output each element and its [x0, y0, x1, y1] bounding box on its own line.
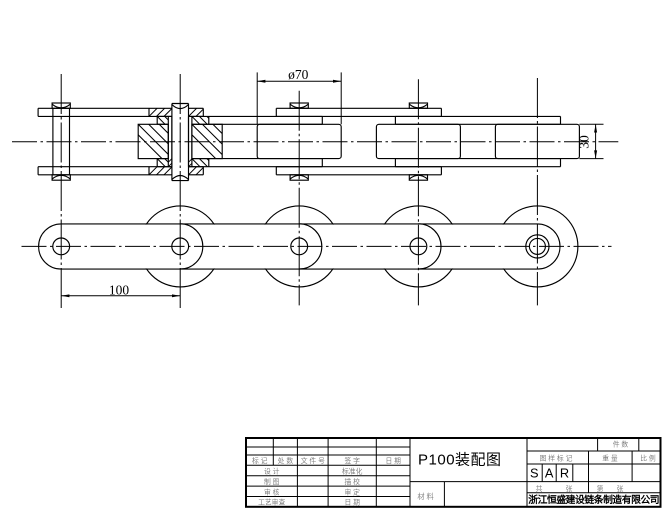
svg-text:R: R — [560, 466, 569, 481]
svg-text:处 数: 处 数 — [278, 456, 294, 465]
svg-text:100: 100 — [109, 283, 130, 298]
svg-text:S: S — [530, 466, 539, 481]
svg-text:张: 张 — [617, 484, 624, 493]
svg-text:文 件 号: 文 件 号 — [301, 456, 325, 465]
svg-text:审 核: 审 核 — [264, 487, 280, 496]
svg-text:标准化: 标准化 — [342, 467, 363, 476]
svg-text:材 料: 材 料 — [417, 492, 433, 501]
svg-text:图 样 标 记: 图 样 标 记 — [540, 454, 573, 463]
svg-text:张: 张 — [566, 484, 573, 493]
svg-text:日 期: 日 期 — [344, 499, 360, 507]
svg-text:比 例: 比 例 — [640, 454, 656, 463]
svg-text:审 定: 审 定 — [344, 487, 360, 496]
svg-text:P100装配图: P100装配图 — [418, 452, 502, 469]
svg-text:描 校: 描 校 — [344, 477, 360, 486]
svg-text:浙江恒盛建设链条制造有限公司: 浙江恒盛建设链条制造有限公司 — [528, 493, 659, 506]
svg-text:重 量: 重 量 — [602, 455, 618, 463]
svg-text:共: 共 — [536, 484, 543, 493]
svg-text:工艺审查: 工艺审查 — [258, 498, 285, 507]
svg-text:件 数: 件 数 — [613, 440, 629, 449]
svg-text:签 字: 签 字 — [344, 456, 360, 465]
svg-text:30: 30 — [576, 135, 591, 149]
svg-text:标 记: 标 记 — [252, 456, 268, 465]
svg-text:日 期: 日 期 — [385, 457, 401, 465]
svg-text:第: 第 — [597, 484, 604, 493]
svg-text:ø70: ø70 — [288, 67, 309, 82]
svg-text:设 计: 设 计 — [264, 467, 280, 476]
svg-text:A: A — [545, 466, 554, 481]
svg-text:制 图: 制 图 — [264, 477, 280, 486]
